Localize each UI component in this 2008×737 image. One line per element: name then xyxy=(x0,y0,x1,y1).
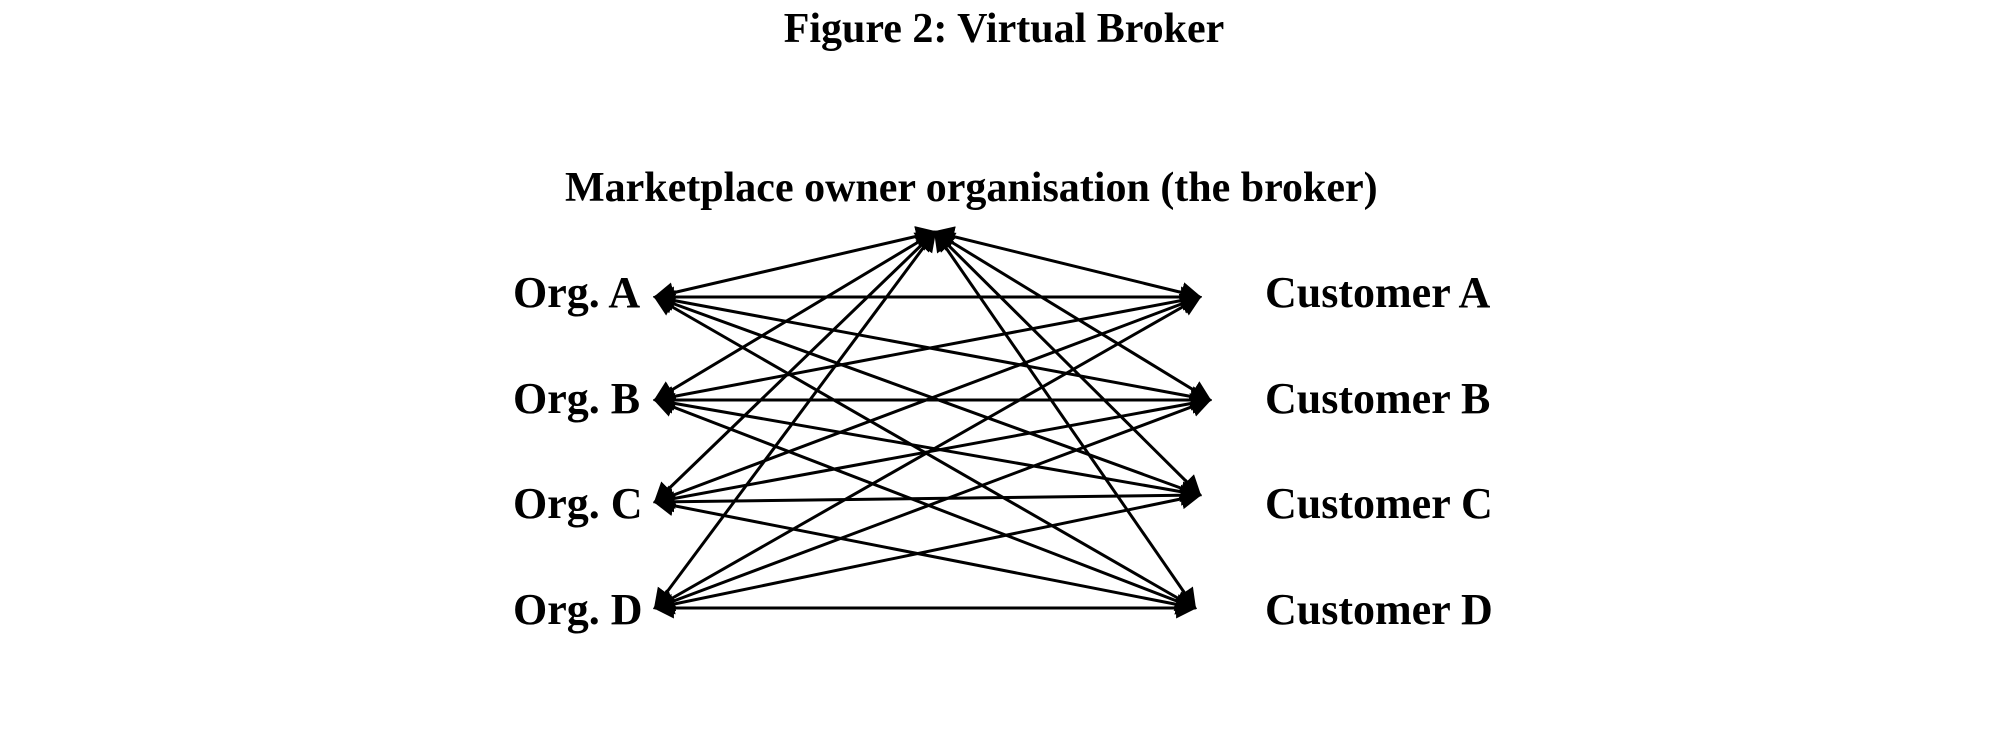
org-b-label: Org. B xyxy=(513,374,641,423)
org-a-label: Org. A xyxy=(513,268,641,317)
arrow-org-d-to-customer-c xyxy=(652,488,1203,615)
broker-label: Marketplace owner organisation (the brok… xyxy=(565,165,1378,211)
customer-c-label: Customer C xyxy=(1265,479,1493,528)
org-c-label: Org. C xyxy=(513,479,643,528)
customer-b-label: Customer B xyxy=(1265,374,1491,423)
connection-lines xyxy=(652,226,1213,619)
org-d-label: Org. D xyxy=(513,585,643,634)
figure-title: Figure 2: Virtual Broker xyxy=(783,6,1225,52)
customer-a-label: Customer A xyxy=(1265,268,1491,317)
customer-d-label: Customer D xyxy=(1265,585,1493,634)
arrow-broker-to-org-c xyxy=(653,230,937,504)
